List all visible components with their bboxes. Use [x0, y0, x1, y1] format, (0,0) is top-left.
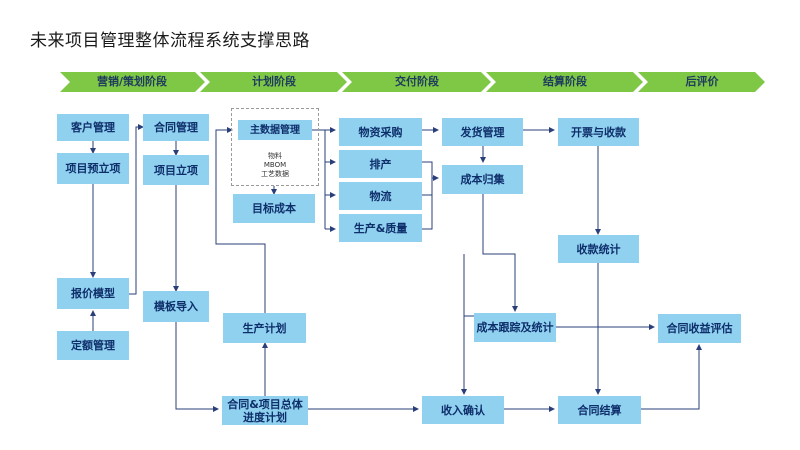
- phase-arrow-4: [486, 72, 643, 92]
- box-quota-mgmt[interactable]: 定额管理: [57, 331, 129, 360]
- box-master-data[interactable]: 主数据管理: [238, 120, 312, 140]
- master-data-container: [231, 108, 319, 186]
- box-project-setup[interactable]: 项目立项: [143, 155, 209, 185]
- box-material-purchase[interactable]: 物资采购: [339, 118, 422, 146]
- phase-label-settlement: 结算阶段: [543, 75, 587, 88]
- box-cost-collection[interactable]: 成本归集: [442, 165, 523, 194]
- phase-arrow-5: [638, 72, 765, 92]
- box-target-cost[interactable]: 目标成本: [233, 194, 315, 223]
- box-project-pre-setup[interactable]: 项目预立项: [57, 153, 129, 184]
- box-template-import[interactable]: 模板导入: [143, 291, 209, 322]
- box-quote-model[interactable]: 报价模型: [57, 278, 129, 309]
- phase-arrow-3: [342, 72, 491, 92]
- box-production-plan[interactable]: 生产计划: [223, 313, 306, 343]
- box-delivery-mgmt[interactable]: 发货管理: [442, 118, 523, 146]
- master-data-note: 物料 MBOM 工艺数据: [261, 152, 289, 178]
- box-master-schedule[interactable]: 合同&项目总体进度计划: [222, 396, 308, 425]
- phase-label-planning: 计划阶段: [252, 75, 296, 88]
- box-scheduling[interactable]: 排产: [339, 150, 422, 178]
- box-revenue-confirm[interactable]: 收入确认: [422, 396, 504, 424]
- box-production-quality[interactable]: 生产&质量: [339, 214, 422, 242]
- box-logistics[interactable]: 物流: [339, 182, 422, 210]
- phase-label-marketing: 营销/策划阶段: [96, 75, 168, 88]
- box-cost-tracking[interactable]: 成本跟踪及统计: [474, 313, 556, 342]
- box-collection-stats[interactable]: 收款统计: [558, 235, 639, 263]
- box-contract-settle[interactable]: 合同结算: [558, 396, 641, 424]
- phase-arrow-2: [200, 72, 347, 92]
- phase-label-delivery: 交付阶段: [395, 75, 439, 88]
- box-contract-eval[interactable]: 合同收益评估: [658, 314, 741, 343]
- phase-arrow-1: [60, 72, 205, 92]
- box-invoice-collection[interactable]: 开票与收款: [558, 118, 639, 146]
- box-contract-mgmt[interactable]: 合同管理: [143, 114, 209, 141]
- phase-label-post-eval: 后评价: [685, 75, 719, 88]
- box-customer-mgmt[interactable]: 客户管理: [57, 114, 129, 141]
- page-title: 未来项目管理整体流程系统支撑思路: [30, 31, 310, 51]
